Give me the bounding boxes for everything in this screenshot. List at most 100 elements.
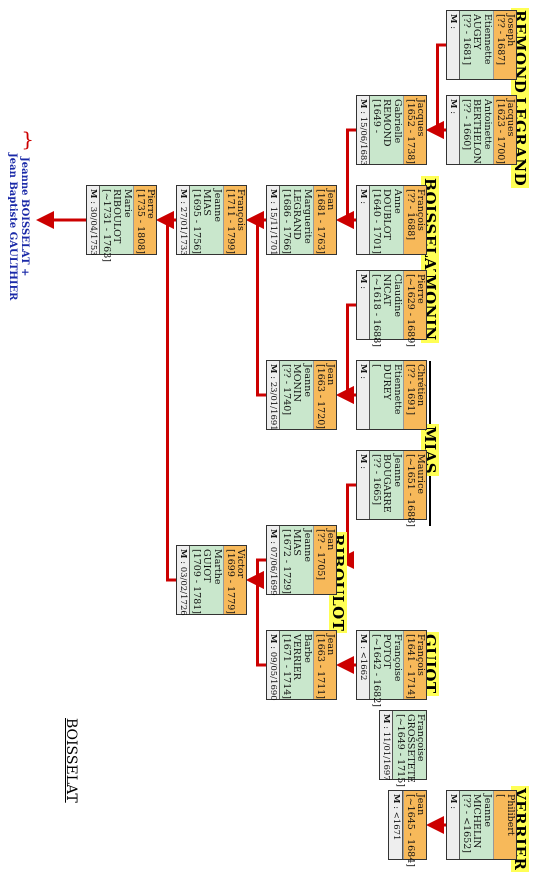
marriage-line: M : <1662: [356, 631, 370, 699]
husband-name: Jacques: [505, 99, 516, 137]
marriage-date: : 15/11/1701: [267, 198, 278, 256]
wife-dates: [?? - 1681]: [461, 14, 473, 66]
marriage-label: M: [267, 364, 278, 374]
wife-given-name: Marguerite: [301, 189, 313, 244]
husband-dates: [1641 - 1714]: [404, 634, 416, 700]
marriage-label: M: [447, 99, 458, 109]
husband-dates: [?? - 1705]: [314, 529, 326, 581]
wife-dates: [1640 - 1701]: [371, 189, 383, 255]
marriage-line: M :: [356, 361, 370, 429]
husband-name: Pierre: [415, 274, 426, 304]
marriage-label: M: [381, 714, 392, 724]
husband-dates: [1735 - 1808]: [134, 189, 146, 255]
wife-surname: BOUGARRE: [381, 454, 393, 513]
wife-given-name: Jeanne: [481, 794, 493, 827]
husband-name: Maurice: [415, 454, 426, 495]
husband-name: Victor: [235, 549, 246, 579]
marriage-label: M: [357, 189, 368, 199]
husband-dates: [: [494, 794, 506, 798]
wife-dates: [~1618 - 1688]: [371, 274, 383, 347]
wife-given-name: Anne: [391, 189, 403, 214]
marriage-label: M: [447, 794, 458, 804]
wife-given-name: Antoinette: [481, 99, 493, 150]
marriage-line: M : 15/11/1701: [266, 186, 280, 256]
subject-line-2: Jean Baptiste GAULTHIER: [7, 153, 18, 301]
husband-block: François[?? - 1688]: [402, 186, 426, 254]
marriage-date: : 27/01/1733: [177, 198, 188, 256]
marriage-date: :: [447, 108, 458, 114]
husband-block: Jean[1681 - 1763]: [312, 186, 336, 255]
wife-surname: DOUBLOT: [381, 189, 393, 240]
marriage-line: M : 11/01/1697: [380, 711, 394, 781]
marriage-date: :: [357, 198, 368, 204]
wife-given-name: Marthe: [211, 549, 223, 585]
marriage-date: : 30/04/1753: [87, 198, 98, 256]
marriage-line: M :: [446, 791, 460, 859]
marriage-line: M :: [356, 186, 370, 254]
husband-name: François: [235, 189, 246, 231]
wife-surname: GROSSETETE: [404, 714, 416, 783]
husband-block: Jacques[1623 - 1700]: [492, 96, 516, 164]
husband-block: François[1641 - 1714]: [402, 631, 426, 700]
marriage-label: M: [177, 189, 188, 199]
wife-surname: BERTHELON: [471, 99, 483, 164]
marriage-date: : 03/02/1726: [177, 558, 188, 616]
marriage-date: : 07/06/1699: [267, 538, 278, 596]
marriage-date: :: [447, 803, 458, 809]
husband-name: Jean: [325, 189, 336, 211]
person-card-jean1645[interactable]: Jean[~1645 - 1684]M : <1671: [388, 790, 427, 867]
wife-surname: MONIN: [291, 364, 303, 402]
wife-dates: [1709 - 1781]: [191, 549, 203, 615]
marriage-date: :: [357, 373, 368, 379]
wife-given-name: Jeanne: [211, 189, 223, 222]
wife-given-name: Marie: [121, 189, 133, 218]
link-jean1705-to-victor: [246, 558, 266, 589]
husband-block: Jean[1663 - 1720]: [312, 361, 336, 430]
wife-surname: RIBOULOT: [111, 189, 123, 244]
marriage-line: M :: [356, 451, 370, 519]
husband-dates: [1663 - 1720]: [314, 364, 326, 430]
husband-dates: [1681 - 1763]: [314, 189, 326, 255]
wife-surname: VERRIER: [291, 634, 303, 680]
marriage-line: M :: [446, 11, 460, 79]
wife-given-name: Françoise: [415, 714, 426, 762]
link-joseph-to-jacques1652: [426, 43, 446, 139]
husband-dates: [~1629 - 1689]: [404, 274, 416, 347]
marriage-label: M: [357, 274, 368, 284]
marriage-line: M :: [356, 271, 370, 339]
marriage-line: M : 15/06/1683: [356, 96, 370, 166]
husband-block: Pierre[~1629 - 1689]: [402, 271, 426, 347]
husband-name: Jean: [325, 634, 336, 656]
husband-block: Chrétien[?? - 1691]: [402, 361, 426, 429]
wife-surname: AUGEY: [471, 14, 483, 50]
husband-name: Pierre: [145, 189, 156, 219]
husband-name: Jean: [325, 529, 336, 551]
wife-dates: [~1649 - 1715]: [394, 714, 406, 787]
wife-dates: [1671 - 1714]: [281, 634, 293, 700]
wife-given-name: Jeanne: [301, 364, 313, 397]
marriage-date: : 09/05/1690: [267, 643, 278, 701]
wife-surname: LEGRAND: [291, 189, 303, 240]
marriage-label: M: [267, 529, 278, 539]
